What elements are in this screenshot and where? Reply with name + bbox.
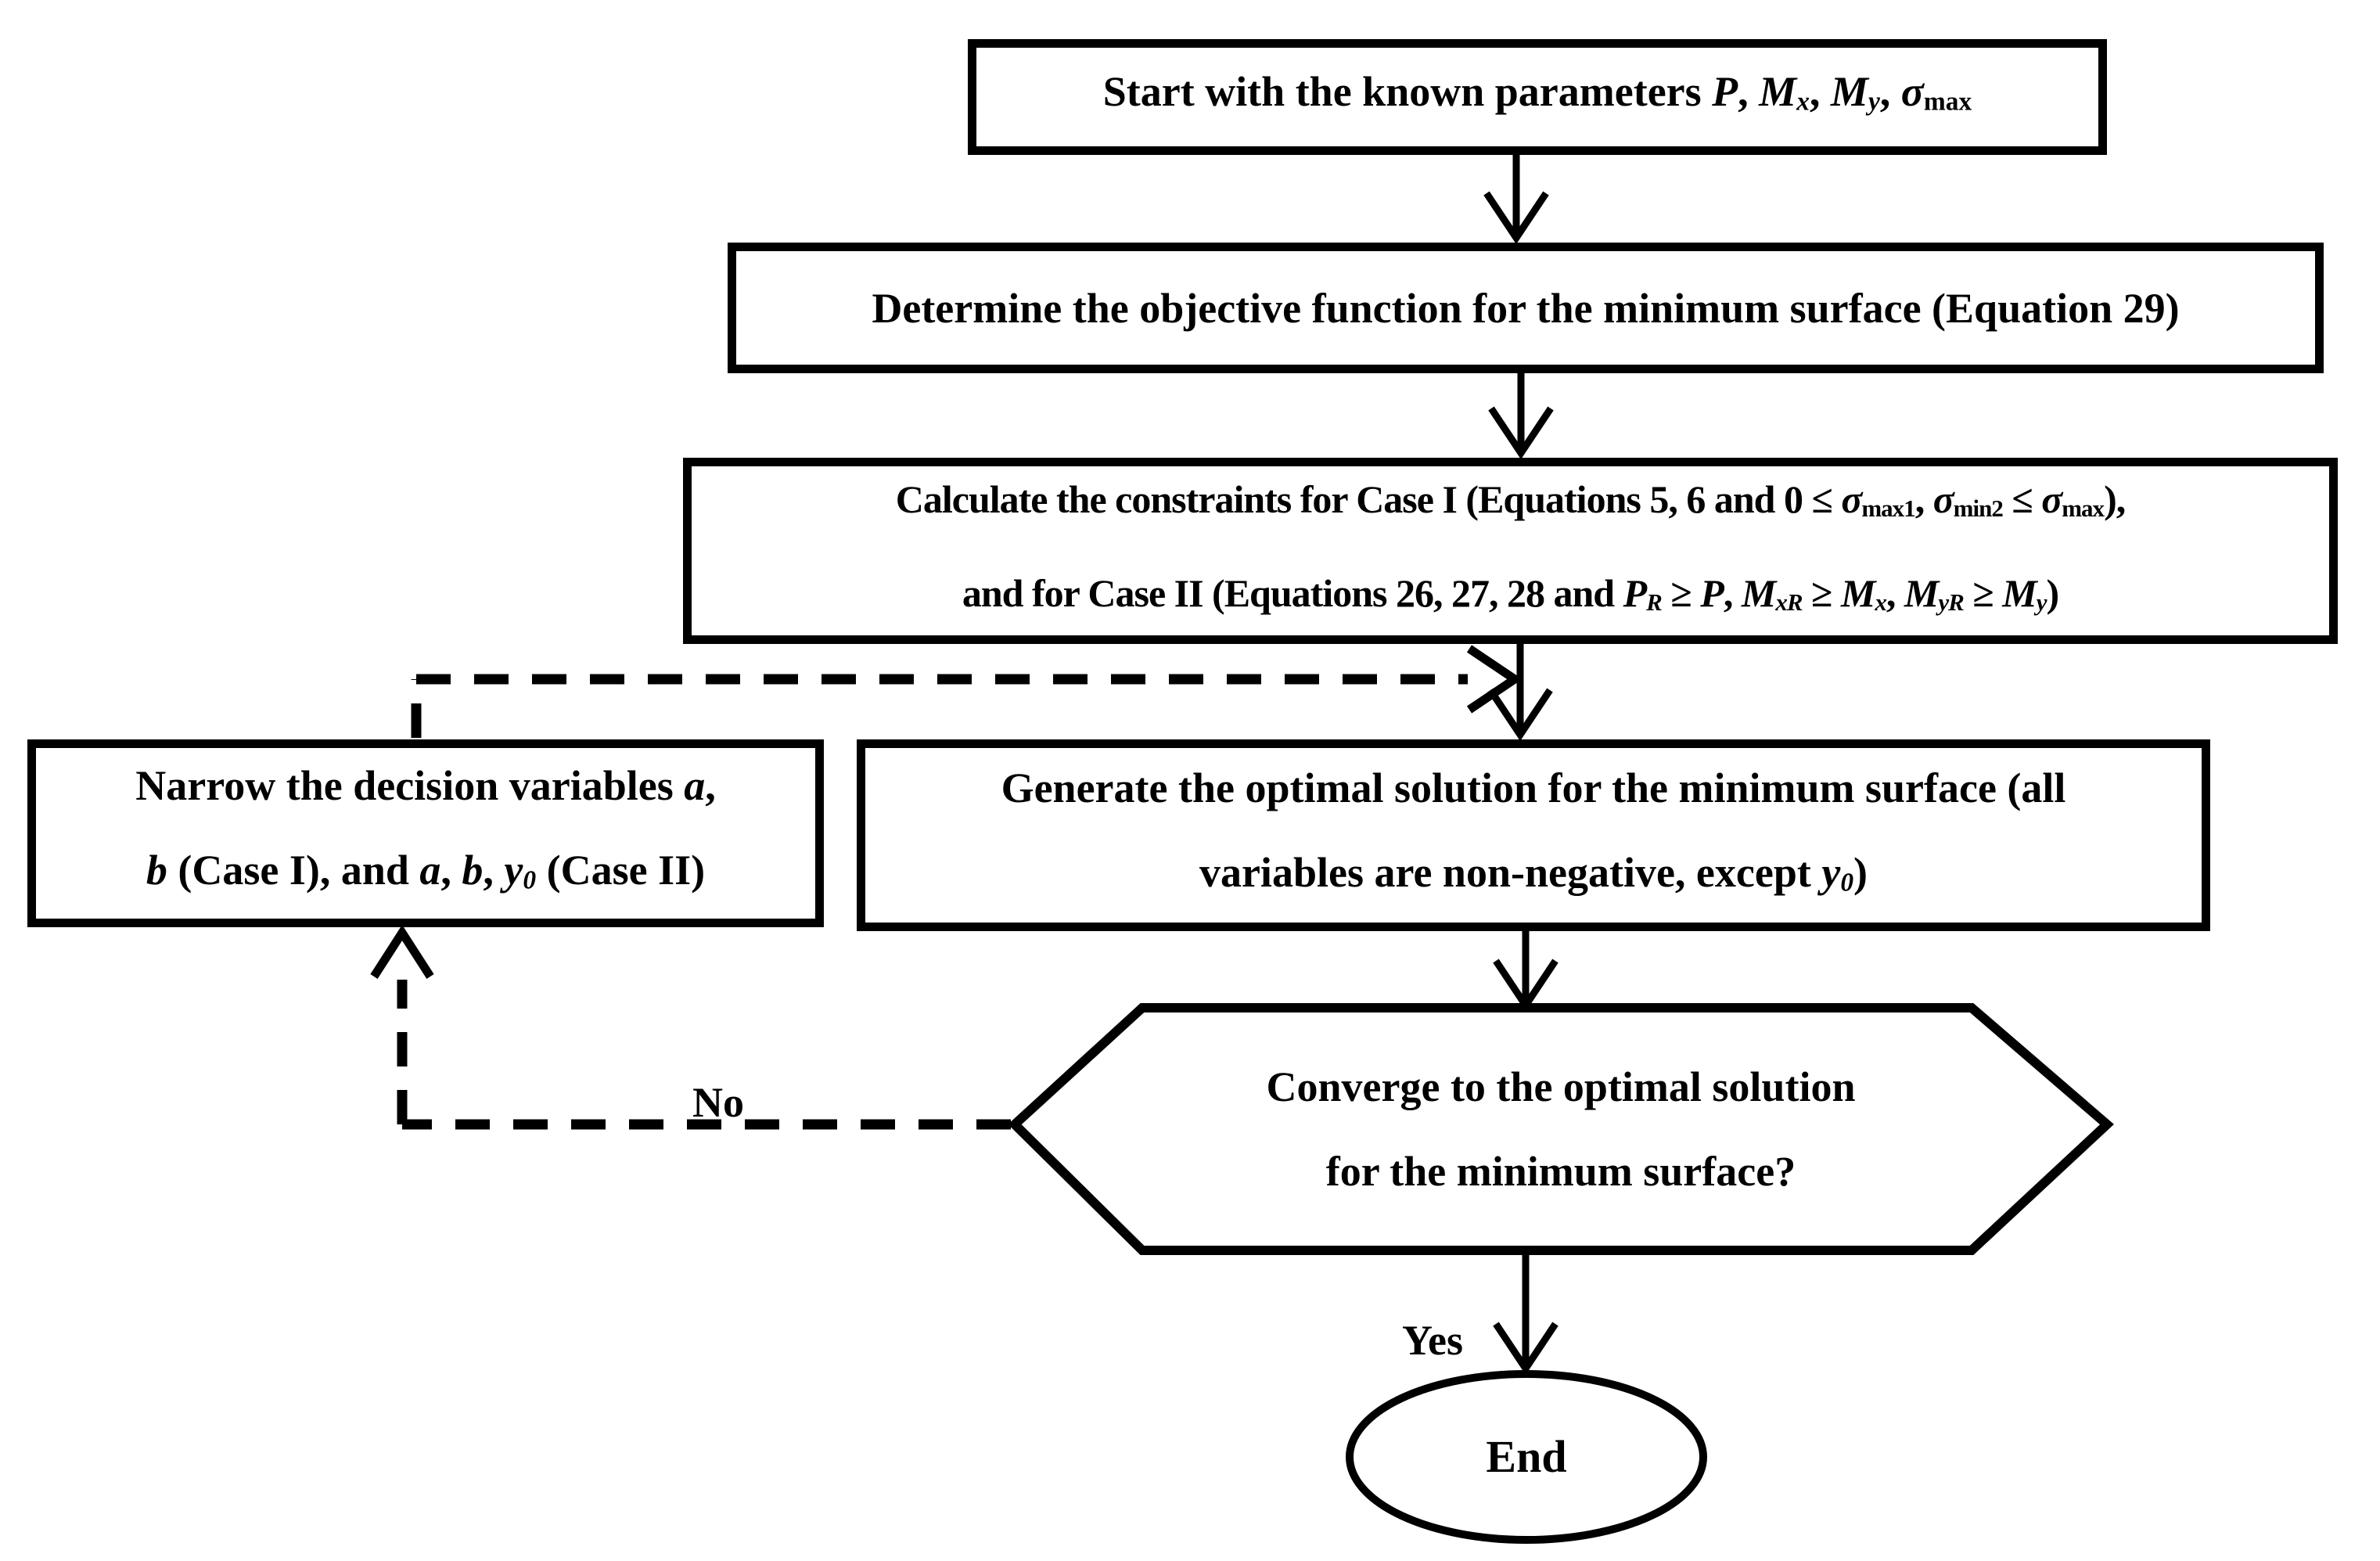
converge-hexagon-text: Converge to the optimal solution for the…	[1095, 1017, 2026, 1241]
start-box-text: Start with the known parameters P, Mx, M…	[1102, 68, 1972, 117]
start-box: Start with the known parameters P, Mx, M…	[968, 39, 2107, 155]
constraints-box-text-line2: and for Case II (Equations 26, 27, 28 an…	[962, 571, 2059, 616]
generate-box-text-line2: variables are non-negative, except y0)	[1199, 848, 1868, 897]
end-ellipse-shape	[1346, 1370, 1707, 1544]
yes-label: Yes	[1402, 1317, 1463, 1364]
dashed-line-no-path	[397, 980, 1011, 1130]
arrow-start-to-objective	[1483, 155, 1549, 245]
arrow-constraints-to-generate	[1487, 644, 1553, 742]
dashed-arrowhead-up-icon	[370, 924, 434, 979]
end-ellipse-text-container: End	[1350, 1376, 1702, 1538]
no-label: No	[692, 1079, 744, 1126]
end-label: End	[1486, 1431, 1567, 1482]
converge-text-line1: Converge to the optimal solution	[1266, 1063, 1856, 1110]
generate-box-text-line1: Generate the optimal solution for the mi…	[1001, 764, 2066, 811]
narrow-box: Narrow the decision variables a, b (Case…	[27, 739, 824, 927]
narrow-box-text-line2: b (Case I), and a, b, y0 (Case II)	[146, 847, 706, 895]
narrow-box-text-line1: Narrow the decision variables a,	[135, 762, 716, 810]
objective-box: Determine the objective function for the…	[728, 243, 2324, 373]
converge-text-line2: for the minimum surface?	[1325, 1148, 1796, 1195]
arrow-converge-to-end	[1493, 1250, 1559, 1376]
constraints-box: Calculate the constraints for Case I (Eq…	[683, 458, 2338, 644]
objective-box-text: Determine the objective function for the…	[872, 284, 2180, 332]
dashed-line-narrow-to-generate	[411, 674, 1468, 738]
arrow-generate-to-converge	[1493, 931, 1559, 1012]
dashed-arrowhead-right-icon	[1466, 645, 1523, 714]
arrow-objective-to-constraints	[1488, 373, 1554, 460]
generate-box: Generate the optimal solution for the mi…	[857, 739, 2210, 931]
constraints-box-text-line1: Calculate the constraints for Case I (Eq…	[895, 477, 2126, 522]
converge-hexagon-shape	[1008, 1003, 2114, 1255]
